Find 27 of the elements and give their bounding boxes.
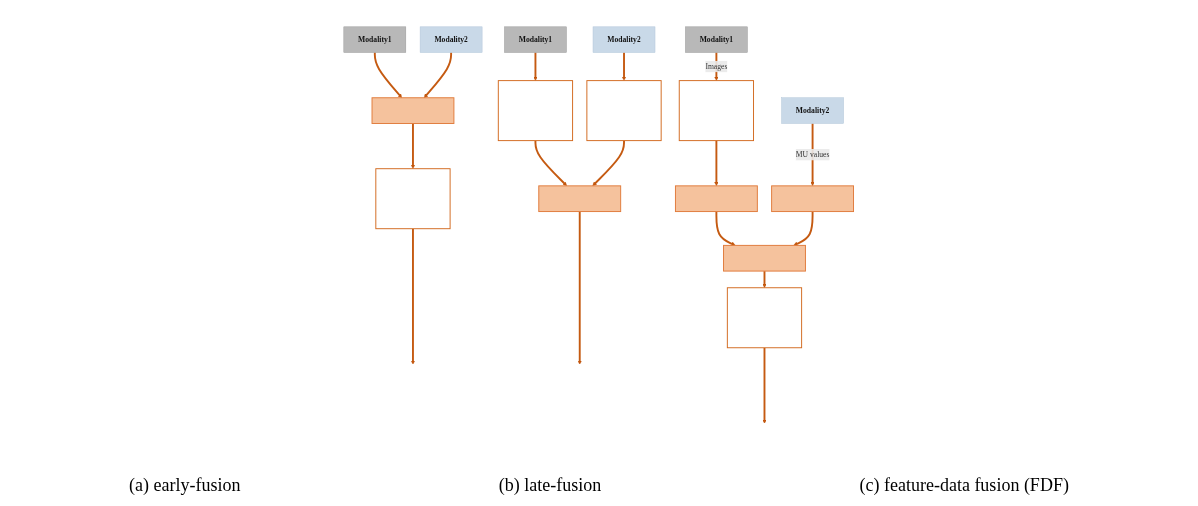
arrow	[592, 139, 626, 186]
node-bar	[771, 184, 855, 212]
node-bar	[538, 184, 622, 212]
panel-caption: (b) late-fusion	[498, 475, 602, 496]
arrow	[411, 227, 416, 365]
node-box	[375, 167, 451, 229]
arrow	[793, 210, 814, 246]
node-box	[679, 79, 755, 141]
panel-caption: (c) feature-data fusion (FDF)	[859, 475, 1069, 496]
arrow	[411, 122, 416, 169]
arrow	[714, 139, 719, 186]
node-bar	[723, 244, 807, 272]
node-bar	[371, 96, 455, 124]
arrow	[534, 139, 568, 186]
node-box	[586, 79, 662, 141]
node-bar	[675, 184, 759, 212]
arrow	[374, 51, 403, 98]
arrow	[762, 346, 767, 424]
arrow	[424, 51, 453, 98]
node-box	[498, 79, 574, 141]
panel-caption: (a) early-fusion	[129, 475, 241, 496]
arrow	[714, 51, 719, 81]
arrow	[715, 210, 736, 246]
arrow	[622, 51, 627, 81]
node-box	[727, 286, 803, 348]
arrow	[533, 51, 538, 81]
arrow	[577, 210, 583, 365]
